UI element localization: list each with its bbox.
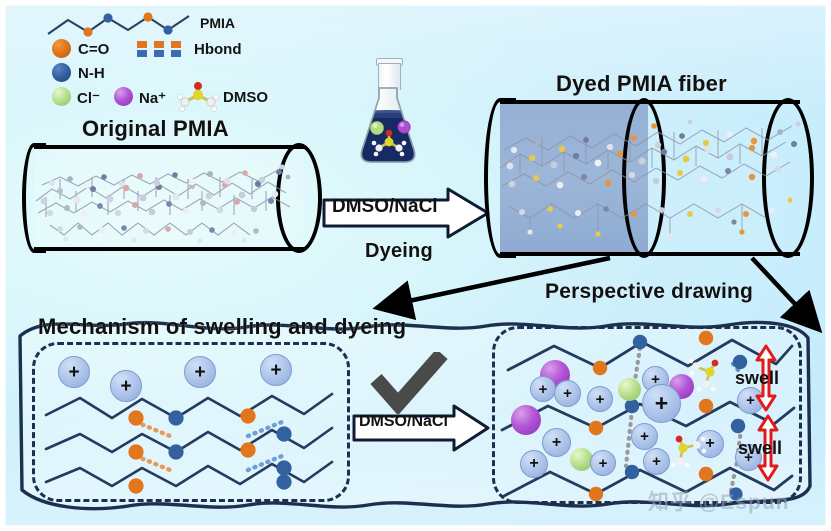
nh-site xyxy=(276,426,292,442)
co-site xyxy=(128,478,144,494)
dyeing-arrow xyxy=(322,186,490,240)
legend-label-nh: N-H xyxy=(78,65,105,82)
mechanism-arrow-label: DMSO/NaCl xyxy=(359,413,448,430)
perspective-drawing-label: Perspective drawing xyxy=(545,280,754,303)
dyeing-sublabel: Dyeing xyxy=(365,240,433,262)
cl-ion xyxy=(570,448,593,471)
nh-site xyxy=(168,444,184,460)
plus-ion: + xyxy=(58,356,90,388)
dyeing-arrow-label: DMSO/NaCl xyxy=(332,196,438,217)
plus-ion: + xyxy=(530,376,556,402)
plus-ion: + xyxy=(735,444,762,471)
nh-site xyxy=(276,460,292,476)
original-pmia-title: Original PMIA xyxy=(82,116,229,141)
nh-site xyxy=(732,354,748,370)
polymer-model-original xyxy=(30,151,298,245)
hbond-dotted xyxy=(245,419,285,439)
co-site xyxy=(592,360,608,376)
plus-ion: + xyxy=(642,384,681,423)
hbond-dotted xyxy=(133,453,173,473)
original-pmia-cylinder xyxy=(22,143,322,253)
hbond-dotted xyxy=(133,419,173,439)
plus-ion: + xyxy=(643,448,670,475)
cylinder-cap-right xyxy=(276,143,322,253)
swell-arrow xyxy=(754,344,778,412)
plus-ion: + xyxy=(110,370,142,402)
co-site xyxy=(698,330,714,346)
cylinder-cap-left xyxy=(22,143,46,253)
plus-ion: + xyxy=(590,450,616,476)
nh-site xyxy=(730,418,746,434)
dyeing-flask xyxy=(352,58,424,170)
cylinder-ring-middle xyxy=(622,98,666,258)
before-dyeing-content: + + + + xyxy=(32,342,350,502)
plus-ion: + xyxy=(520,450,548,478)
cl-ion xyxy=(618,378,641,401)
legend-box: PMIA C=O Hbond N-H Cl⁻ xyxy=(18,6,270,112)
plus-ion: + xyxy=(260,354,292,386)
swell-label: swell xyxy=(735,368,780,388)
dmso-molecule xyxy=(688,356,732,392)
flask-cl-ion xyxy=(370,121,384,135)
nh-site xyxy=(168,410,184,426)
flask-dmso-molecule xyxy=(371,129,407,157)
co-site xyxy=(698,398,714,414)
legend-icon-co xyxy=(52,39,71,58)
legend-label-na: Na⁺ xyxy=(139,90,167,107)
nh-site xyxy=(624,464,640,480)
after-dyeing-content: + + + + + + + + + + + + + xyxy=(492,326,802,504)
plus-ion: + xyxy=(587,386,613,412)
co-site xyxy=(588,420,604,436)
nh-site xyxy=(632,334,648,350)
co-site xyxy=(698,466,714,482)
legend-pmia-chain xyxy=(46,12,191,37)
co-site xyxy=(128,410,144,426)
hbond-icon xyxy=(136,40,188,58)
flask-na-ion xyxy=(397,120,411,134)
plus-ion: + xyxy=(184,356,216,388)
legend-label-co: C=O xyxy=(78,41,110,58)
legend-label-dmso: DMSO xyxy=(223,89,268,106)
checkmark-icon xyxy=(370,349,448,416)
dmso-molecule-icon xyxy=(176,82,220,112)
watermark: 知乎 @Espun xyxy=(648,491,790,514)
legend-icon-nh xyxy=(52,63,71,82)
legend-label-cl: Cl⁻ xyxy=(77,90,100,107)
mechanism-arrow xyxy=(352,403,490,453)
nh-site xyxy=(729,487,743,501)
co-site xyxy=(588,486,604,502)
nh-site xyxy=(624,398,640,414)
plus-ion: + xyxy=(631,423,658,450)
co-site xyxy=(128,444,144,460)
before-dyeing-box xyxy=(32,342,350,502)
flask-neck xyxy=(378,63,401,90)
polymer-chains-before xyxy=(32,342,350,502)
mechanism-panel-title: Mechanism of swelling and dyeing xyxy=(38,314,407,339)
after-dyeing-box xyxy=(492,326,802,504)
swell-label: swell xyxy=(738,438,783,458)
hbond-dotted xyxy=(245,453,285,473)
legend-icon-na xyxy=(114,87,133,106)
hbond-dotted xyxy=(623,407,635,469)
plus-ion: + xyxy=(542,428,571,457)
legend-icon-cl xyxy=(52,87,71,106)
plus-ion: + xyxy=(554,380,581,407)
dyed-pmia-title: Dyed PMIA fiber xyxy=(556,71,727,96)
na-ion xyxy=(511,405,541,435)
cylinder-cap-right-dyed xyxy=(762,98,814,258)
co-site xyxy=(240,408,256,424)
legend-label-hbond: Hbond xyxy=(194,41,242,58)
legend-label-pmia: PMIA xyxy=(200,15,235,31)
dmso-molecule xyxy=(663,432,707,468)
polymer-model-dyed xyxy=(494,108,806,250)
nh-site xyxy=(276,474,292,490)
co-site xyxy=(240,442,256,458)
dyed-pmia-cylinder xyxy=(484,98,831,260)
swell-arrow xyxy=(756,414,780,482)
